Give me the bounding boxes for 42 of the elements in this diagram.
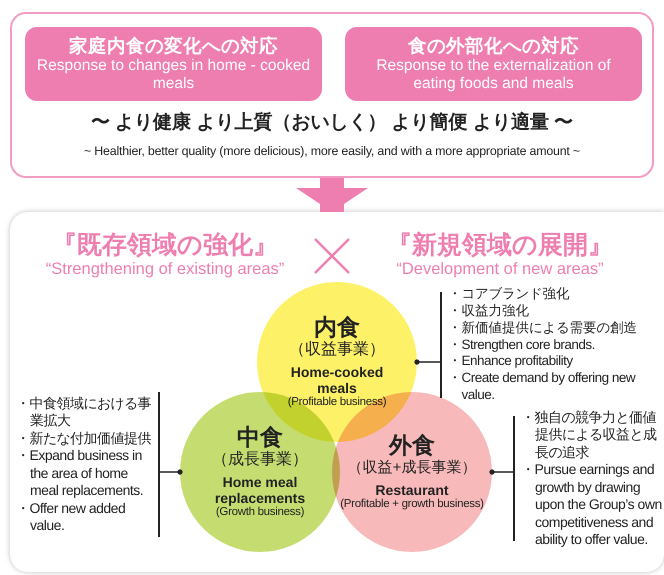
- leader-line: [489, 469, 513, 475]
- strategy-heading: 『既存領域の強化』: [51, 230, 279, 260]
- theme-title: 食の外部化への対応: [408, 35, 579, 58]
- business-type-translation: (Profitable business): [288, 396, 386, 410]
- business-type: （成長事業）: [212, 450, 308, 470]
- business-name-translation: Home meal replacements: [214, 474, 306, 506]
- initiative-text: ・独自の競争力と価値提供による収益と成長の追求: [521, 408, 658, 461]
- leader-line: [414, 359, 440, 365]
- initiative-text: ・Create demand by offering new value.: [448, 370, 636, 404]
- theme-translation: Response to the externalization of eating foods and meals: [375, 57, 612, 93]
- strategy-heading-translation: “Development of new areas”: [395, 260, 605, 280]
- business-name: 外食: [389, 432, 435, 459]
- business-type: （収益+成長事業）: [348, 458, 476, 478]
- business-name-translation: Restaurant: [374, 482, 450, 498]
- slogan-text: 〜 より健康 より上質（おいしく） より簡便 より適量 〜: [90, 112, 574, 135]
- business-name: 内食: [314, 314, 360, 340]
- leader-line: [160, 469, 183, 475]
- bottom-panel: [10, 212, 664, 572]
- theme-title: 家庭内食の変化への対応: [69, 35, 278, 58]
- initiative-text: ・新たな付加価値提供: [16, 430, 152, 447]
- top-panel: [10, 12, 654, 178]
- slogan-translation: ~ Healthier, better quality (more delicious), more easily, and with a more appropriate amount ~: [83, 144, 581, 159]
- initiative-text: ・中食領域における事業拡大: [16, 394, 152, 430]
- theme-box: [25, 27, 322, 101]
- initiative-text: ・Expand business in the area of home meal replacements.: [16, 447, 144, 500]
- business-type-translation: (Profitable + growth business): [340, 498, 484, 512]
- strategy-heading: 『新規領域の展開』: [386, 230, 614, 260]
- strategy-heading-translation: “Strengthening of existing areas”: [44, 260, 286, 280]
- business-name: 中食: [237, 424, 283, 450]
- initiative-text: ・新価値提供による需要の創造: [448, 320, 638, 337]
- theme-box: [345, 27, 642, 101]
- flow-arrow: [296, 178, 368, 212]
- initiative-text: ・コアブランド強化: [448, 286, 570, 303]
- initiative-text: ・Offer new added value.: [16, 500, 126, 534]
- business-type: （収益事業）: [289, 340, 385, 360]
- initiative-text: ・収益力強化: [448, 302, 530, 320]
- business-type-translation: (Growth business): [216, 506, 304, 520]
- initiative-text: ・Enhance profitability: [448, 353, 574, 370]
- business-name-translation: Home-cooked meals: [290, 364, 384, 396]
- initiative-text: ・Strengthen core brands.: [448, 336, 596, 354]
- theme-translation: Response to changes in home - cooked meals: [36, 57, 312, 93]
- initiative-text: ・Pursue earnings and growth by drawing upon the Group’s own competitiveness and ability to offer value.: [521, 461, 663, 548]
